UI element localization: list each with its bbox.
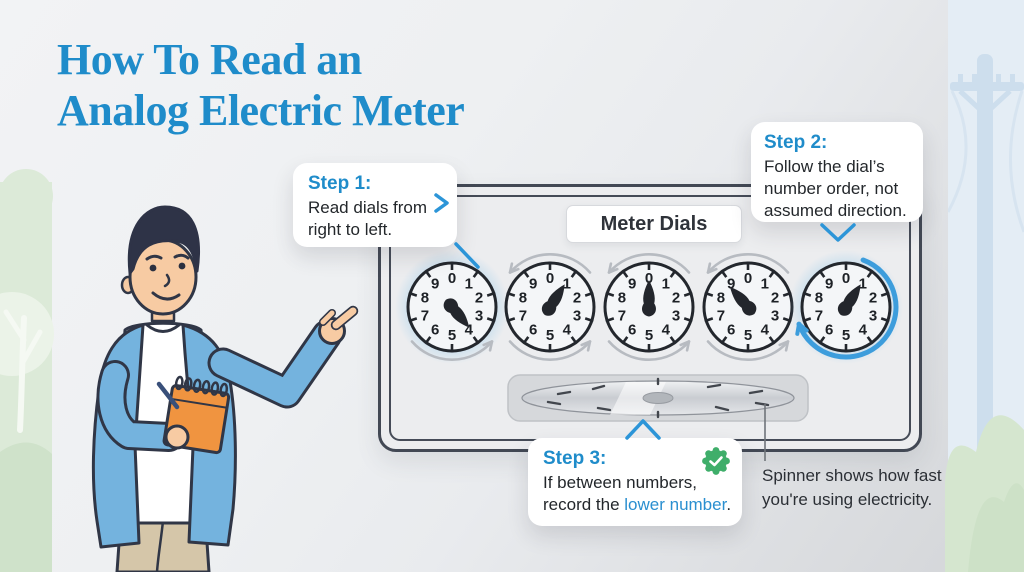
step3-line2: record the lower number. xyxy=(543,495,732,514)
dial-number: 0 xyxy=(744,270,752,287)
dial-number: 0 xyxy=(842,270,850,287)
power-pole-strip xyxy=(948,0,1024,462)
dial-number: 9 xyxy=(628,275,636,292)
spinner-note-line2: you're using electricity. xyxy=(762,490,933,509)
dial-number: 8 xyxy=(717,290,725,307)
dial-number: 4 xyxy=(859,322,868,339)
pen xyxy=(156,381,180,410)
dial-number: 4 xyxy=(465,322,474,339)
step3-heading: Step 3: xyxy=(543,448,607,469)
dial-number: 4 xyxy=(662,322,671,339)
step2-heading: Step 2: xyxy=(764,132,828,153)
dial-number: 4 xyxy=(563,322,572,339)
dial-number: 7 xyxy=(618,307,626,324)
dial-number: 2 xyxy=(869,290,877,307)
dial-number: 6 xyxy=(431,322,439,339)
hair xyxy=(127,205,200,275)
spinner-note: Spinner shows how fast you're using elec… xyxy=(762,464,962,512)
dial-number: 7 xyxy=(519,307,527,324)
step2-line2: number order, not xyxy=(764,179,899,198)
meter-spinner xyxy=(507,374,809,422)
dial-number: 6 xyxy=(628,322,636,339)
dial-number: 3 xyxy=(475,307,483,324)
dial-number: 6 xyxy=(825,322,833,339)
title-line-1: How To Read an xyxy=(57,35,362,84)
dial-number: 6 xyxy=(727,322,735,339)
step2-line3: assumed direction. xyxy=(764,201,907,220)
dial-number: 2 xyxy=(672,290,680,307)
check-seal-icon xyxy=(702,447,730,475)
dial-number: 8 xyxy=(815,290,823,307)
person-illustration xyxy=(91,205,359,572)
dial-pointer xyxy=(837,284,861,316)
step3-line1: If between numbers, xyxy=(543,473,698,492)
step2-callout: Step 2: Follow the dial’s number order, … xyxy=(751,122,923,222)
dial-number: 9 xyxy=(727,275,735,292)
spinner-tick-marks xyxy=(546,377,770,419)
lower-number-highlight: lower number xyxy=(624,495,727,514)
dial-number: 9 xyxy=(529,275,537,292)
dial-number: 5 xyxy=(645,327,653,344)
dial-number: 0 xyxy=(448,270,456,287)
dial-number: 6 xyxy=(529,322,537,339)
dial-number: 3 xyxy=(869,307,877,324)
dial-number: 5 xyxy=(842,327,850,344)
dial-number: 1 xyxy=(662,275,670,292)
dial-number: 9 xyxy=(431,275,439,292)
dial-number: 1 xyxy=(465,275,473,292)
page-title: How To Read an Analog Electric Meter xyxy=(57,34,577,136)
dial-pointer xyxy=(541,284,565,316)
dial-number: 4 xyxy=(761,322,770,339)
dial-number: 8 xyxy=(421,290,429,307)
title-line-2: Analog Electric Meter xyxy=(57,86,465,135)
dial-number: 1 xyxy=(563,275,571,292)
dial-number: 8 xyxy=(519,290,527,307)
dial-number: 0 xyxy=(546,270,554,287)
dial-pointer xyxy=(729,286,757,316)
step3-callout: Step 3: If between numbers, record the l… xyxy=(528,438,742,526)
dial-number: 1 xyxy=(859,275,867,292)
dial-number: 8 xyxy=(618,290,626,307)
dial-pointer xyxy=(443,298,470,328)
meter-dials-label: Meter Dials xyxy=(566,205,742,243)
dial-number: 3 xyxy=(771,307,779,324)
step1-line2: right to left. xyxy=(308,220,393,239)
step1-line1: Read dials from xyxy=(308,198,428,217)
dial-number: 2 xyxy=(573,290,581,307)
dial-number: 3 xyxy=(573,307,581,324)
dial-number: 7 xyxy=(421,307,429,324)
dial-number: 0 xyxy=(645,270,653,287)
dial-number: 7 xyxy=(717,307,725,324)
dial-number: 5 xyxy=(448,327,456,344)
spinner-note-line1: Spinner shows how fast xyxy=(762,466,942,485)
dial-number: 1 xyxy=(761,275,769,292)
dial-number: 3 xyxy=(672,307,680,324)
dial-number: 9 xyxy=(825,275,833,292)
dial-number: 2 xyxy=(771,290,779,307)
dial-number: 2 xyxy=(475,290,483,307)
dial-number: 7 xyxy=(815,307,823,324)
tree-strip-left xyxy=(0,169,54,572)
step1-heading: Step 1: xyxy=(308,173,372,194)
step1-callout: Step 1: Read dials from right to left. xyxy=(293,163,457,247)
dial-pointer xyxy=(642,280,656,317)
dial-number: 5 xyxy=(546,327,554,344)
dial-number: 5 xyxy=(744,327,752,344)
step2-line1: Follow the dial’s xyxy=(764,157,885,176)
